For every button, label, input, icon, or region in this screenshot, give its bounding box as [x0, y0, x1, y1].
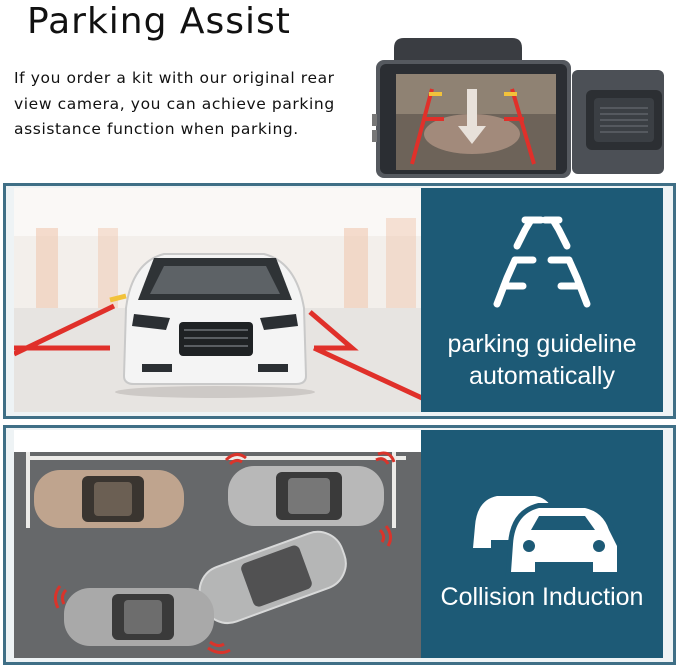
collision-induction-label: Collision Induction [440, 583, 644, 611]
parking-guideline-label-line2: automatically [469, 362, 615, 390]
parking-guideline-label: parking guideline automatically [421, 328, 663, 392]
parking-guideline-icon [493, 216, 591, 308]
collision-induction-panel: Collision Induction [3, 425, 676, 665]
collision-induction-card: Collision Induction [421, 430, 663, 658]
dashcam-image [372, 38, 664, 178]
page-title: Parking Assist [27, 1, 291, 42]
parking-guideline-panel: parking guideline automatically [3, 183, 676, 419]
intro-text: If you order a kit with our original rea… [14, 69, 335, 138]
collision-cars-icon [473, 496, 622, 576]
parking-guideline-card: parking guideline automatically [421, 188, 663, 412]
parking-lot-image [14, 430, 422, 658]
parking-garage-image [14, 188, 422, 412]
parking-guideline-label-line1: parking guideline [447, 330, 637, 358]
